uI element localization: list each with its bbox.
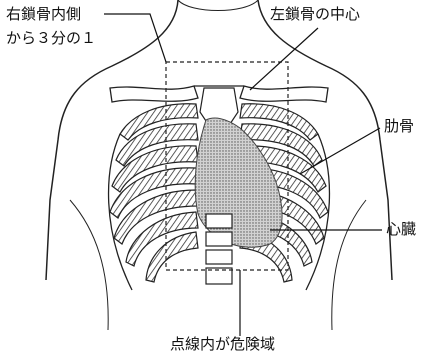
label-right-clavicle-2: から３分の１ [6, 30, 96, 47]
left-clavicle [240, 86, 328, 102]
spine [206, 214, 232, 284]
right-clavicle [110, 86, 198, 102]
ribs-right [110, 104, 198, 282]
label-left-clavicle-center: 左鎖骨の中心 [270, 6, 360, 23]
label-ribs: 肋骨 [384, 118, 414, 135]
label-right-clavicle-1: 右鎖骨内側 [6, 6, 81, 23]
label-heart: 心臓 [386, 221, 416, 238]
leader-left-clavicle [250, 28, 318, 90]
label-danger-zone: 点線内が危険域 [170, 336, 275, 353]
